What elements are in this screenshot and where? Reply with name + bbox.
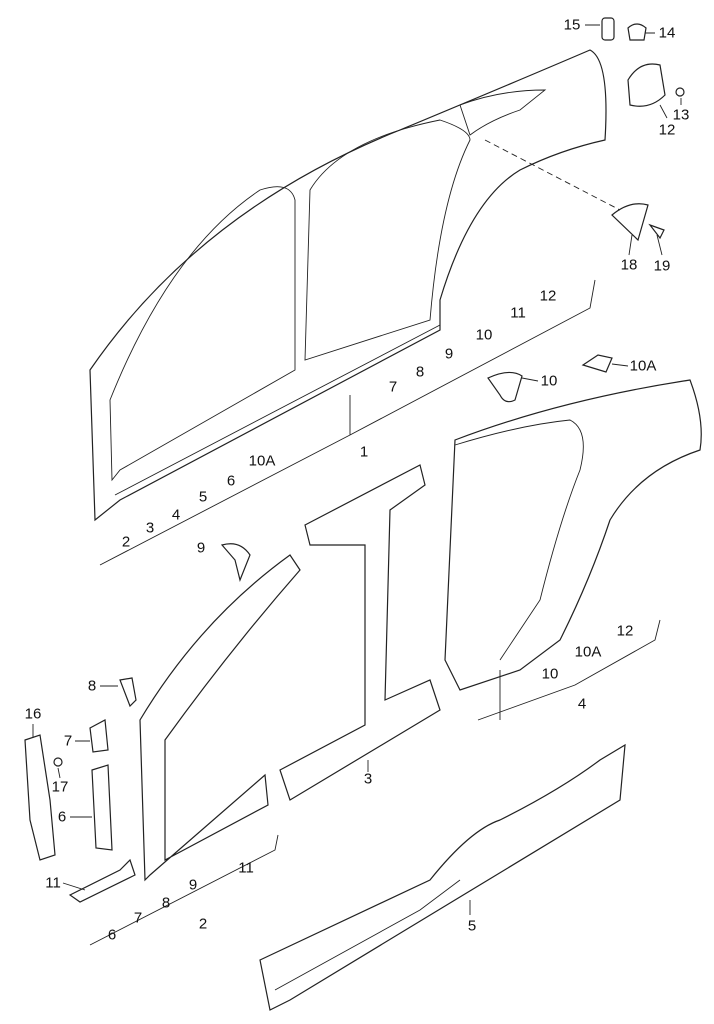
side-panel-complete — [89, 49, 607, 522]
callout-label-2: 2 — [121, 533, 131, 551]
callout-label-10A: 10A — [248, 452, 276, 470]
sill-panel — [259, 743, 626, 1011]
callout-label-5: 5 — [467, 917, 477, 935]
callout-label-12: 12 — [616, 622, 634, 640]
callout-label-17: 17 — [51, 778, 69, 796]
callout-label-13: 13 — [672, 106, 690, 124]
callout-label-5: 5 — [198, 488, 208, 506]
callout-label-2: 2 — [198, 915, 208, 933]
callout-label-6: 6 — [57, 808, 67, 826]
callout-bracket-1 — [99, 279, 596, 566]
callout-label-8: 8 — [161, 894, 171, 912]
callout-label-7: 7 — [133, 909, 143, 927]
callout-label-4: 4 — [171, 506, 181, 524]
front-pillar — [89, 543, 301, 946]
callout-label-12: 12 — [539, 287, 557, 305]
callout-label-10A: 10A — [574, 643, 602, 661]
callout-label-11: 11 — [238, 859, 254, 877]
callout-label-3: 3 — [363, 770, 373, 788]
callout-label-6: 6 — [107, 926, 117, 944]
center-pillar — [279, 464, 441, 801]
small-parts-left — [24, 677, 137, 903]
small-parts-top — [484, 17, 685, 403]
callout-label-19: 19 — [653, 257, 671, 275]
callout-label-11: 11 — [510, 304, 526, 322]
callout-label-7: 7 — [388, 378, 398, 396]
rear-quarter-panel — [444, 379, 702, 721]
callout-label-1: 1 — [359, 443, 369, 461]
callout-label-10: 10 — [541, 665, 559, 683]
callout-label-15: 15 — [563, 16, 581, 34]
callout-label-11: 11 — [45, 874, 61, 892]
callout-label-3: 3 — [145, 519, 155, 537]
callout-label-10: 10 — [475, 326, 493, 344]
callout-label-4: 4 — [577, 695, 587, 713]
callout-label-10A: 10A — [629, 357, 657, 375]
callout-label-9: 9 — [188, 876, 198, 894]
callout-label-7: 7 — [63, 732, 73, 750]
callout-label-18: 18 — [620, 256, 638, 274]
callout-label-12: 12 — [658, 121, 676, 139]
callout-label-16: 16 — [24, 705, 42, 723]
callout-label-8: 8 — [87, 677, 97, 695]
callout-label-6: 6 — [226, 472, 236, 490]
callout-label-8: 8 — [415, 363, 425, 381]
callout-label-9: 9 — [444, 345, 454, 363]
callout-label-9: 9 — [196, 539, 206, 557]
callout-label-10: 10 — [540, 372, 558, 390]
callout-label-14: 14 — [658, 24, 676, 42]
